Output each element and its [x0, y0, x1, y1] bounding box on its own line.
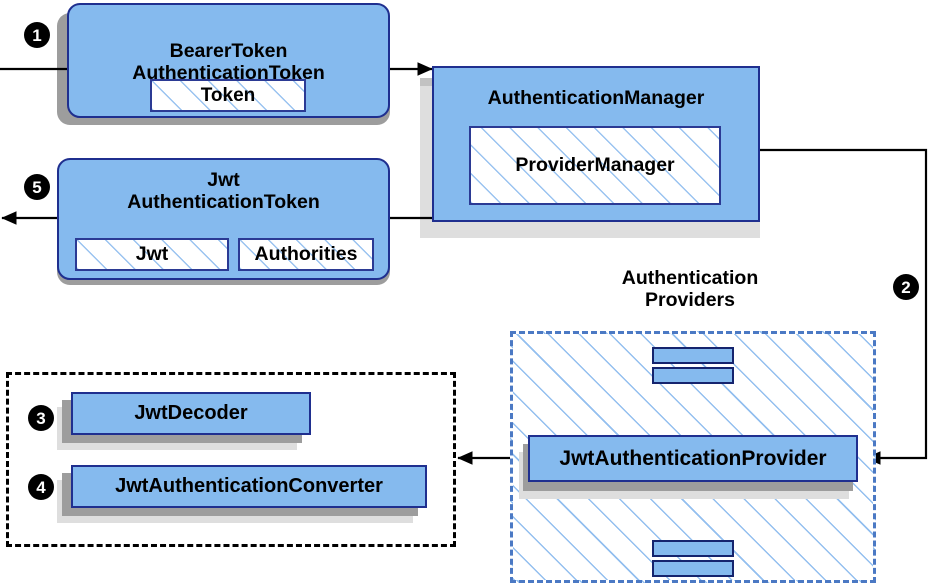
node-jwt-authentication-converter[interactable]: JwtAuthenticationConverter — [71, 465, 427, 508]
badge-step-5: 5 — [24, 174, 50, 200]
chip-authorities: Authorities — [238, 238, 374, 271]
chip-token: Token — [150, 79, 306, 112]
authentication-manager-title: AuthenticationManager — [487, 87, 705, 109]
badge-step-3-number: 3 — [36, 408, 46, 428]
jwt-provider-label: JwtAuthenticationProvider — [559, 446, 827, 470]
jwt-decoder-label: JwtDecoder — [134, 402, 248, 425]
chip-provider-manager-label: ProviderManager — [515, 154, 675, 176]
support-beans-group — [6, 372, 456, 547]
authentication-providers-caption: Authentication Providers — [560, 267, 820, 312]
badge-step-4-number: 4 — [36, 477, 46, 497]
badge-step-3: 3 — [28, 405, 54, 431]
bearer-token-title-line2: AuthenticationToken — [132, 61, 325, 84]
chip-provider-manager: ProviderManager — [469, 126, 721, 205]
provider-bar-bottom-2 — [652, 560, 734, 577]
jwt-token-title-line1: Jwt — [207, 169, 240, 191]
badge-step-2-number: 2 — [901, 277, 911, 297]
badge-step-4: 4 — [28, 474, 54, 500]
providers-caption-line2: Providers — [645, 288, 735, 311]
provider-bar-top-1 — [652, 347, 734, 364]
chip-authorities-label: Authorities — [254, 243, 358, 265]
jwt-converter-label: JwtAuthenticationConverter — [115, 475, 383, 498]
jwt-token-title-line2: AuthenticationToken — [127, 190, 320, 213]
node-jwt-decoder[interactable]: JwtDecoder — [71, 392, 311, 435]
badge-step-2: 2 — [893, 274, 919, 300]
providers-caption-line1: Authentication — [621, 267, 759, 289]
badge-step-1-number: 1 — [32, 25, 42, 45]
chip-jwt-label: Jwt — [135, 243, 169, 265]
provider-bar-top-2 — [652, 367, 734, 384]
bearer-token-title-line1: BearerToken — [169, 39, 288, 62]
provider-bar-bottom-1 — [652, 540, 734, 557]
node-jwt-authentication-provider[interactable]: JwtAuthenticationProvider — [528, 435, 858, 482]
badge-step-1: 1 — [24, 22, 50, 48]
chip-token-label: Token — [200, 84, 256, 106]
chip-jwt: Jwt — [75, 238, 229, 271]
badge-step-5-number: 5 — [32, 177, 42, 197]
